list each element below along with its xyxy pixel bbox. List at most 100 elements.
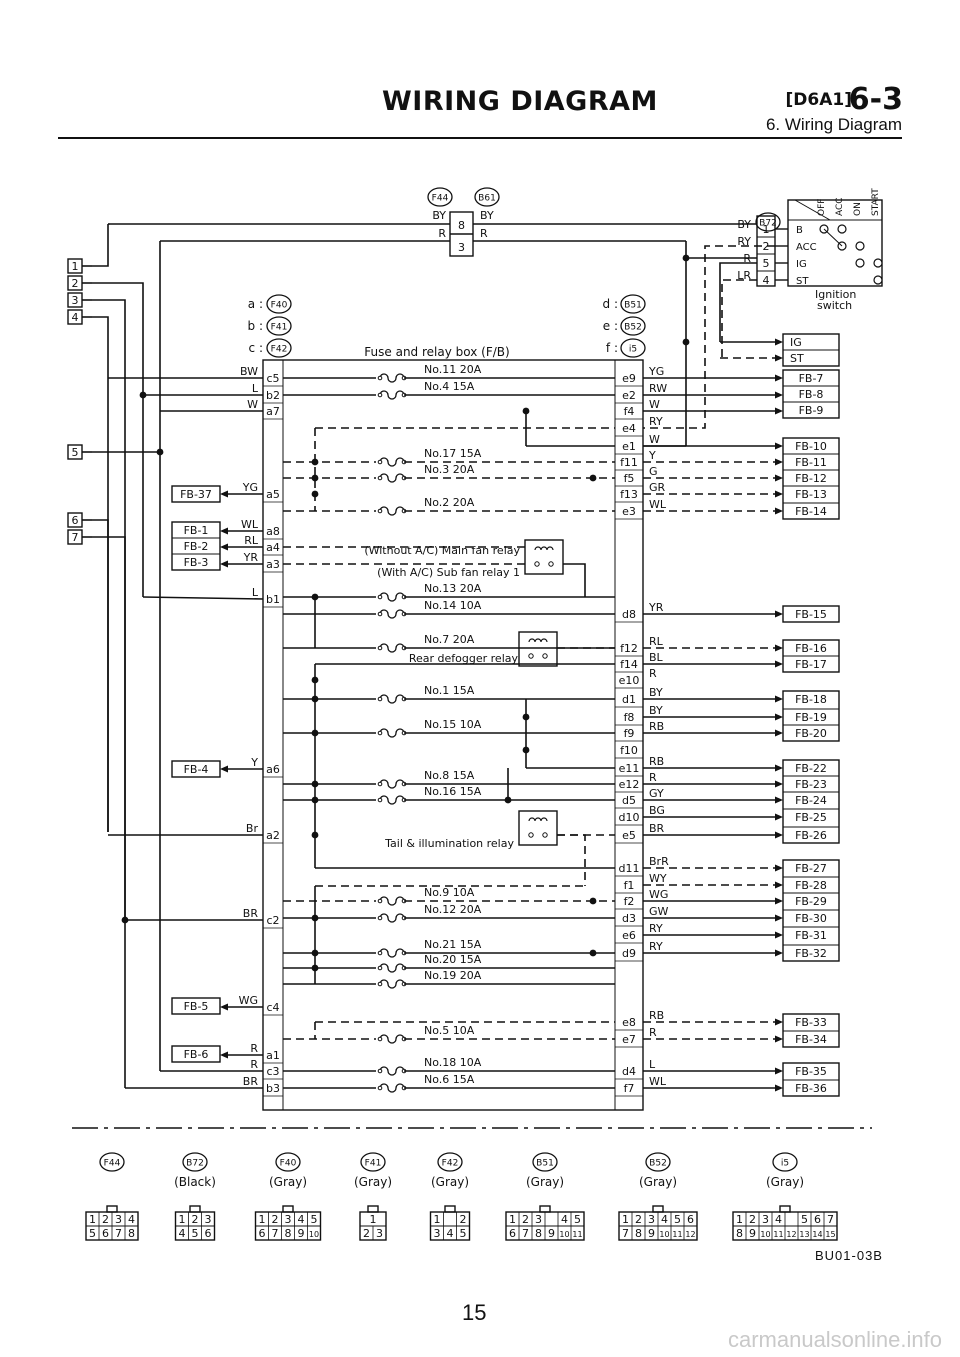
tail-illumination-relay-contact — [528, 832, 534, 838]
arrow-to-right-fb — [775, 1084, 783, 1092]
wire-terminal-7 — [92, 536, 126, 1088]
arrow-to-right-fb — [775, 610, 783, 618]
right-wire-color: WL — [649, 498, 667, 511]
right-pin-label: e2 — [622, 389, 636, 402]
relay-label: (With A/C) Sub fan relay 1 — [377, 566, 520, 579]
right-wire-color: YR — [648, 601, 664, 614]
ignition-contact — [873, 258, 883, 268]
legend-pin: 3 — [535, 1213, 542, 1226]
legend-pin: 4 — [128, 1213, 135, 1226]
right-wire-color: W — [649, 398, 660, 411]
wire-ry — [643, 245, 775, 429]
arrow-to-right-fb — [775, 780, 783, 788]
connector-key-tag-text: B51 — [624, 301, 642, 311]
right-fb-label: FB-13 — [795, 488, 827, 501]
right-pin-label: f1 — [624, 879, 635, 892]
right-pin-label: d9 — [622, 947, 636, 960]
right-wire-color: W — [649, 433, 660, 446]
right-pin-label: e10 — [619, 674, 640, 687]
arrow-to-right-fb — [775, 507, 783, 515]
right-wire-color: GR — [649, 481, 666, 494]
right-wire-color: RB — [649, 1009, 664, 1022]
left-wire-color: BW — [240, 365, 258, 378]
right-fb-label: ST — [790, 352, 804, 365]
fuse-terminal — [377, 981, 383, 987]
fuse-11 — [379, 795, 405, 805]
legend-pin: 9 — [648, 1227, 655, 1240]
fuse-label: No.14 10A — [424, 599, 482, 612]
connector-key: b : — [248, 319, 263, 333]
connector-key: e : — [603, 319, 618, 333]
ignition-row-label: B — [796, 225, 803, 236]
legend-pin: 6 — [205, 1227, 212, 1240]
left-pin-label: b3 — [266, 1082, 280, 1095]
legend-pin: 4 — [661, 1213, 668, 1226]
left-fb-label: FB-5 — [184, 1000, 209, 1013]
legend-pin: 3 — [762, 1213, 769, 1226]
connector-key-tag — [266, 294, 292, 314]
watermark: carmanualsonline.info — [727, 1327, 942, 1352]
left-pin-label: c5 — [266, 372, 279, 385]
right-wire-color: BY — [649, 704, 663, 717]
left-wire-color: W — [247, 398, 258, 411]
arrow-to-right-fb — [775, 374, 783, 382]
legend-pin: 9 — [298, 1227, 305, 1240]
legend-pin: 8 — [285, 1227, 292, 1240]
arrow-to-right-fb — [775, 764, 783, 772]
left-terminal-number: 3 — [72, 294, 79, 307]
ignition-pin-block — [756, 215, 776, 287]
connector-key-tag-text: F40 — [271, 301, 288, 311]
left-pin-label: b2 — [266, 389, 280, 402]
arrow-to-right-fb — [775, 796, 783, 804]
ignition-row-label: ST — [796, 276, 809, 287]
legend-pin: 2 — [635, 1213, 642, 1226]
right-fb-label: FB-17 — [795, 658, 827, 671]
arrow-to-right-fb — [775, 1035, 783, 1043]
connector-key-tag-text: F41 — [271, 323, 288, 333]
legend-latch — [189, 1205, 201, 1213]
left-fb-label: FB-2 — [184, 540, 209, 553]
right-pin-label: e6 — [622, 929, 636, 942]
fuse-label: No.18 10A — [424, 1056, 482, 1069]
ignition-label: switch — [817, 299, 852, 312]
right-wire-color: R — [649, 771, 657, 784]
arrow-to-fb — [220, 560, 228, 568]
legend-pin: 1 — [509, 1213, 516, 1226]
connector-tag-f44-text: F44 — [432, 194, 449, 204]
right-pin-label: f4 — [624, 405, 635, 418]
right-pin-label: f13 — [620, 488, 638, 501]
legend-pin: 11 — [773, 1230, 783, 1239]
right-fb-label: FB-25 — [795, 811, 827, 824]
fuse-label: No.20 15A — [424, 953, 482, 966]
left-pin-label: c2 — [266, 914, 279, 927]
right-wire-color: BY — [649, 686, 663, 699]
legend-pin: 8 — [736, 1227, 743, 1240]
section-number: 6-3 — [848, 82, 903, 117]
legend-connector-color: (Gray) — [431, 1175, 469, 1189]
fuse-terminal — [377, 594, 383, 600]
wire-color-label: BY — [480, 209, 494, 222]
legend-pin: 7 — [115, 1227, 122, 1240]
fuse-label: No.15 10A — [424, 718, 482, 731]
connector-key-tag-text: i5 — [629, 345, 637, 355]
wire-color-label: R — [480, 227, 488, 240]
legend-pin: 3 — [434, 1227, 441, 1240]
right-fb-label: IG — [790, 336, 802, 349]
arrow-to-fb — [220, 527, 228, 535]
fuse-label: No.4 15A — [424, 380, 475, 393]
right-fb-label: FB-33 — [795, 1016, 827, 1029]
ignition-switch-slash — [794, 199, 831, 221]
page-title: WIRING DIAGRAM — [382, 86, 658, 117]
legend-pin: 2 — [102, 1213, 109, 1226]
fuse-relay-box — [262, 359, 644, 1111]
legend-latch — [444, 1205, 456, 1213]
legend-pin: 4 — [447, 1227, 454, 1240]
relay-wire — [557, 834, 586, 886]
junction-dot — [589, 897, 597, 905]
right-pin-label: d8 — [622, 608, 636, 621]
legend-pin: 11 — [572, 1230, 582, 1239]
ignition-pin: 1 — [763, 223, 770, 236]
fuse-label: No.8 15A — [424, 769, 475, 782]
relay-label: Tail & illumination relay — [384, 837, 514, 850]
legend-connector-tag — [645, 1152, 671, 1172]
